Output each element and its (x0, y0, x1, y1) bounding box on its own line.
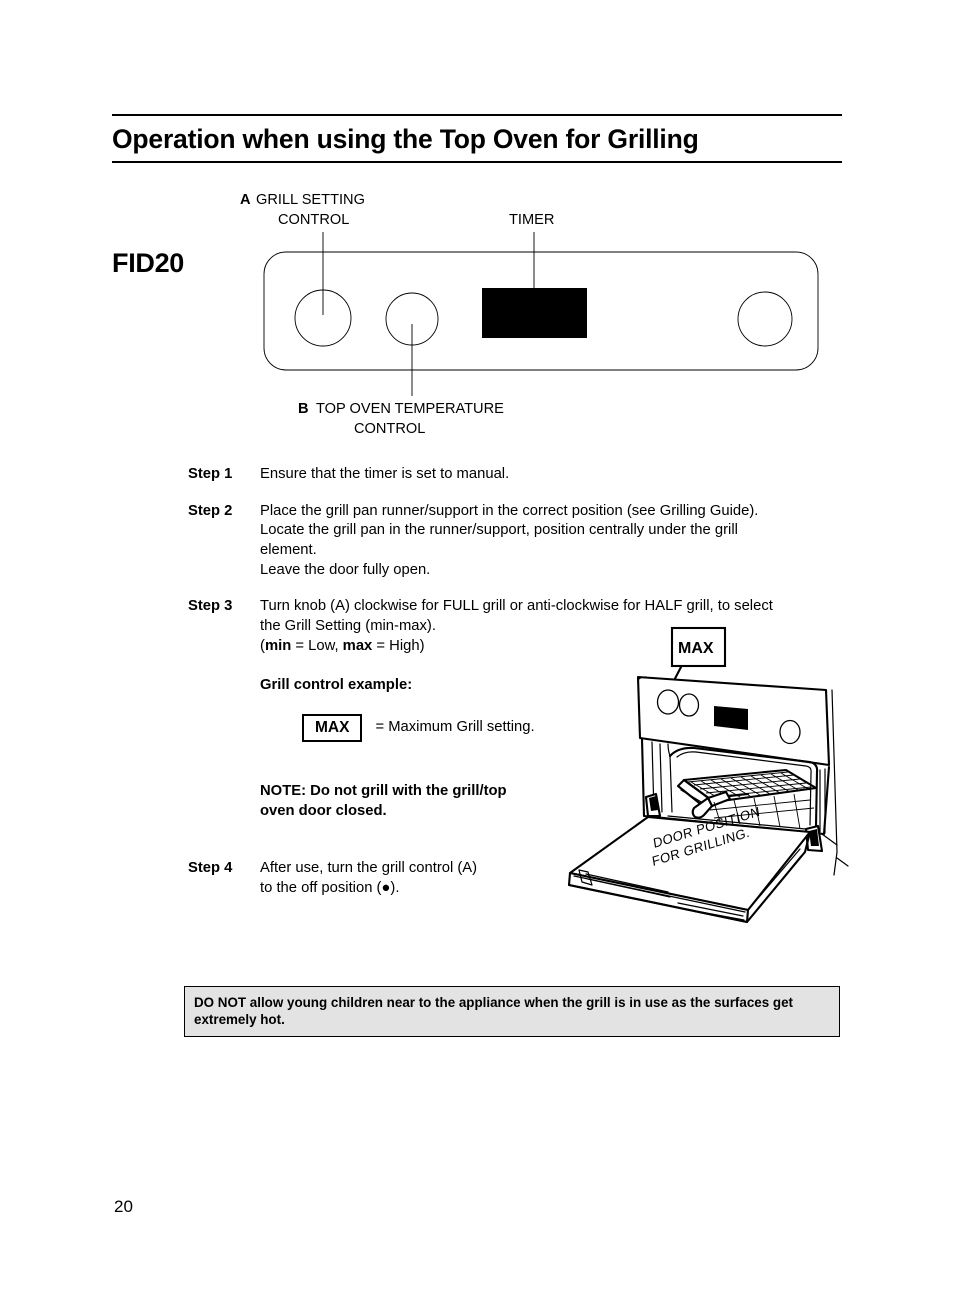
step-row: Step 1 Ensure that the timer is set to m… (188, 465, 853, 485)
oven-door-groove-4 (678, 907, 745, 921)
oven-knob-top-oven (678, 693, 700, 717)
page-number: 20 (114, 1197, 133, 1216)
oven-cabinet-foot (836, 857, 849, 867)
max-setting-description: = Maximum Grill setting. (375, 719, 535, 736)
oven-cabinet-right-edge (831, 689, 838, 876)
control-panel-body (263, 251, 819, 371)
step-body: Ensure that the timer is set to manual. (260, 465, 853, 485)
callout-b-letter: B (298, 401, 309, 417)
step-row: Step 2 Place the grill pan runner/suppor… (188, 502, 853, 581)
callout-a-letter: A (240, 192, 251, 208)
max-callout-box (670, 626, 727, 668)
oven-illustration: MAX (548, 620, 858, 940)
step-label: Step 3 (188, 598, 233, 615)
oven-cavity-liner (668, 746, 819, 828)
step-line: element. (260, 542, 317, 559)
max-setting-box: MAX (302, 714, 363, 743)
step-line: Ensure that the timer is set to manual. (260, 466, 510, 482)
safety-warning-box: DO NOT allow young children near to the … (184, 986, 840, 1038)
page-header: Operation when using the Top Oven for Gr… (112, 114, 842, 163)
oven-cavity-left-inner-2 (659, 743, 663, 813)
knob-grill-setting[interactable] (294, 289, 352, 347)
minmax-open-paren: ( (260, 637, 265, 654)
callout-a-line2: CONTROL (278, 212, 349, 228)
oven-cavity-liner-inner (676, 751, 812, 826)
grill-door-note: NOTE: Do not grill with the grill/top ov… (260, 782, 560, 821)
callout-b-line2: CONTROL (354, 421, 425, 437)
oven-knob-right (779, 719, 801, 745)
knob-right[interactable] (737, 291, 793, 347)
step-label: Step 4 (188, 860, 233, 877)
oven-door-channel-left (578, 869, 593, 886)
header-rule-top (112, 114, 842, 116)
step-line: the Grill Setting (min-max). (260, 618, 436, 635)
page-title: Operation when using the Top Oven for Gr… (112, 124, 699, 154)
step-line: After use, turn the grill control (A) (260, 860, 478, 877)
oven-cavity-floor-line (667, 815, 817, 831)
grill-control-example-row: MAX = Maximum Grill setting. (302, 714, 853, 743)
minmax-max-label: max (342, 637, 373, 654)
step-row: Step 3 Turn knob (A) clockwise for FULL … (188, 597, 853, 821)
oven-door-groove-2 (587, 878, 671, 898)
step-label: Step 1 (188, 466, 233, 482)
step-line: to the off position (●). (260, 880, 400, 897)
grill-rack-frame (682, 768, 818, 804)
minmax-max-value: = High) (372, 637, 425, 654)
step-line: Locate the grill pan in the runner/suppo… (260, 522, 738, 539)
model-label: FID20 (112, 248, 185, 278)
oven-base-grid (709, 793, 815, 830)
oven-door-right-bevel (746, 855, 802, 923)
note-line: oven door closed. (260, 802, 387, 819)
oven-door-groove-3 (677, 902, 744, 917)
step-row: Step 4 After use, turn the grill control… (188, 859, 853, 898)
step-line: Turn knob (A) clockwise for FULL grill o… (260, 598, 773, 615)
step-label: Step 2 (188, 502, 233, 519)
grill-rack-wires (687, 771, 812, 800)
oven-cabinet-right-join (821, 833, 838, 846)
step-body: Turn knob (A) clockwise for FULL grill o… (260, 597, 853, 821)
minmax-min-label: min (264, 637, 292, 654)
door-hinge-left-shadow (649, 796, 658, 811)
step-body: Place the grill pan runner/support in th… (260, 502, 853, 581)
oven-fascia-corner (637, 676, 647, 681)
step-minmax-line: (min = Low, max = High) (260, 637, 853, 657)
grill-pan-handle-bar (728, 792, 750, 798)
oven-knob-grill-setting (656, 689, 680, 715)
grill-control-example-heading: Grill control example: (260, 677, 413, 694)
minmax-min-value: = Low, (291, 637, 343, 654)
step-line: Leave the door fully open. (260, 561, 431, 578)
control-panel-diagram: A GRILL SETTING CONTROL TIMER B TOP OVEN… (222, 188, 862, 448)
steps-list: Step 1 Ensure that the timer is set to m… (188, 465, 853, 916)
grill-pan-handle-grip (691, 796, 714, 819)
timer-display (482, 288, 587, 338)
oven-door-groove-1 (585, 873, 669, 893)
callout-a-line1: GRILL SETTING (256, 192, 365, 208)
step-line: Place the grill pan runner/support in th… (260, 502, 759, 519)
note-line: NOTE: Do not grill with the grill/top (260, 783, 507, 800)
safety-warning-text: DO NOT allow young children near to the … (194, 995, 793, 1028)
callout-b-line1: TOP OVEN TEMPERATURE (316, 401, 504, 417)
oven-timer-display (714, 706, 748, 730)
door-hinge-right-shadow (809, 829, 819, 846)
step-body: After use, turn the grill control (A) to… (260, 859, 853, 898)
timer-label: TIMER (509, 212, 554, 228)
oven-door-right-bevel-2 (747, 848, 801, 911)
max-callout-label: MAX (678, 640, 714, 657)
header-rule-bottom (112, 160, 842, 163)
